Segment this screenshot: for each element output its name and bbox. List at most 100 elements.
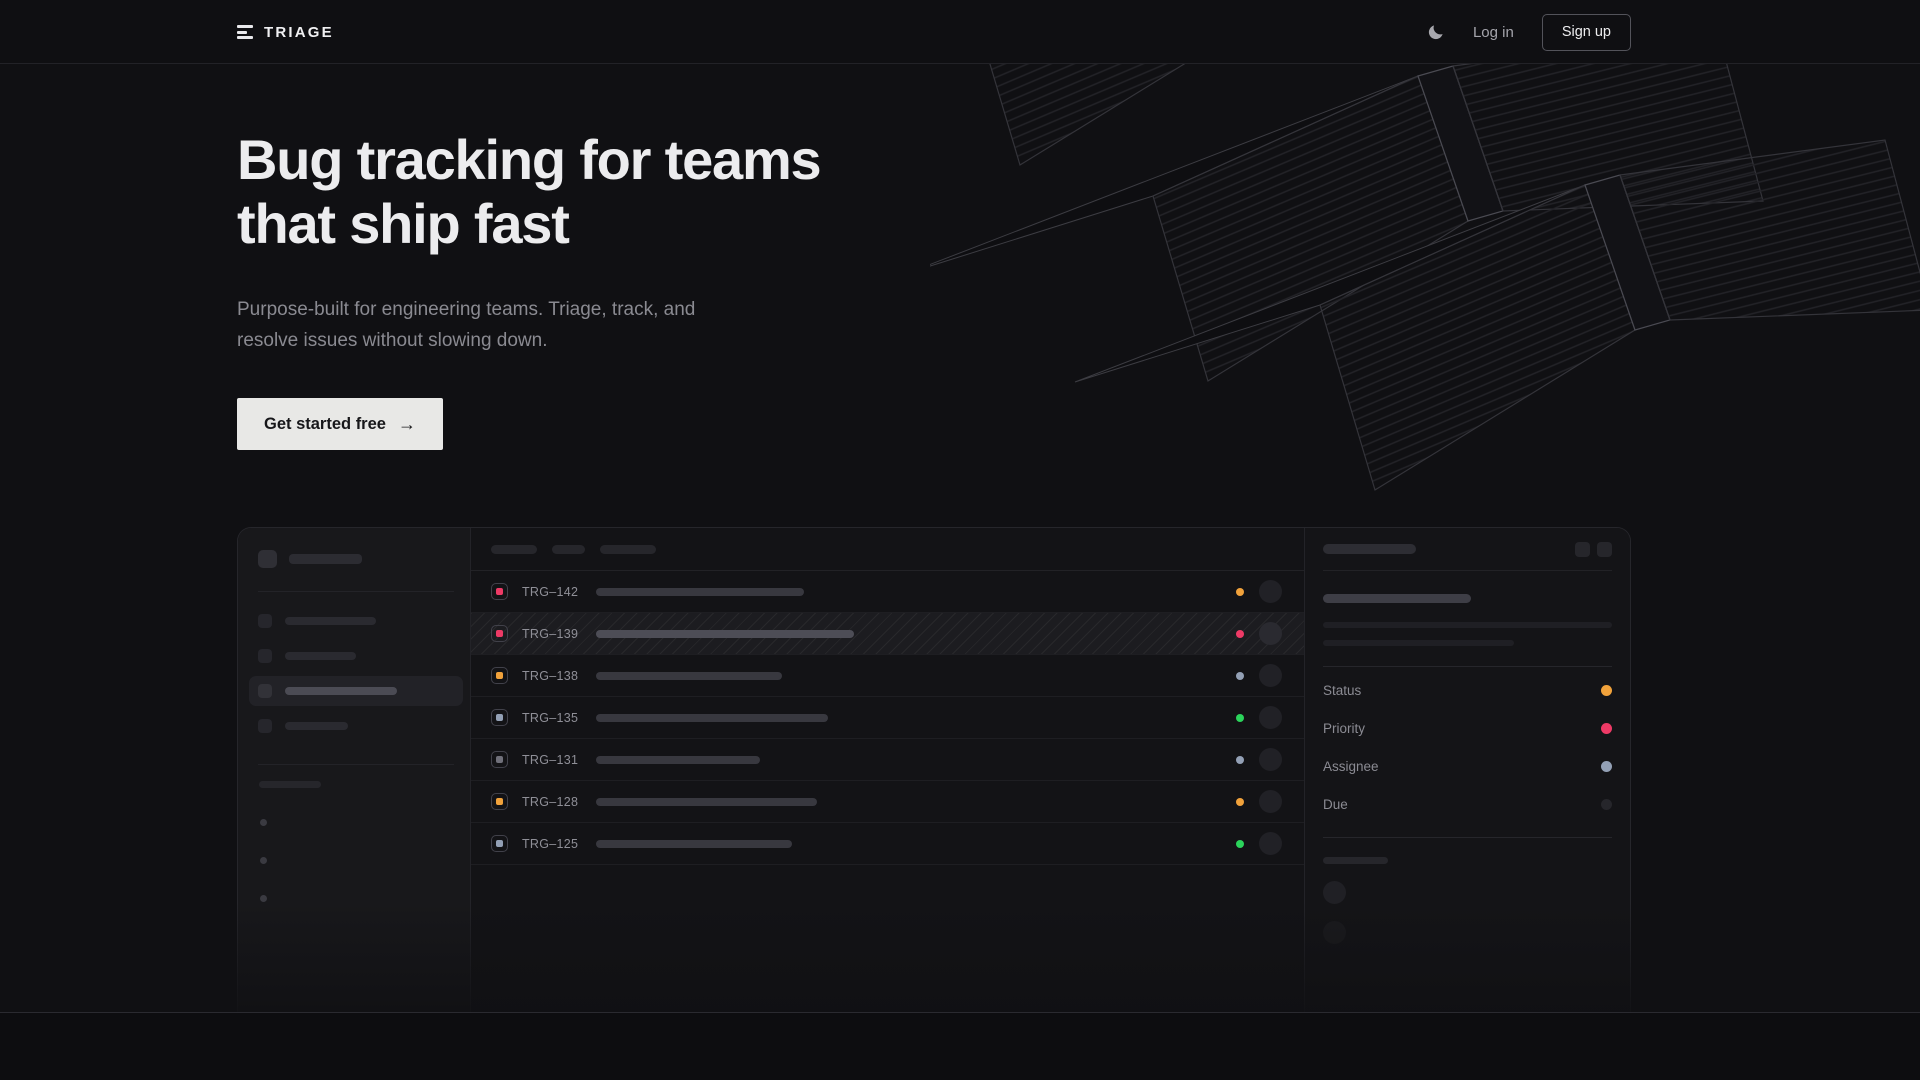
property-value-dot	[1601, 684, 1612, 696]
property-label: Due	[1323, 796, 1348, 812]
nav-item-label-placeholder	[285, 652, 356, 660]
detail-property-row: Priority	[1323, 709, 1612, 747]
hero-title-line1: Bug tracking for teams	[237, 128, 822, 191]
brand-name: TRIAGE	[264, 23, 334, 41]
issue-assignee-avatar	[1259, 790, 1282, 813]
workspace-name-placeholder	[289, 554, 362, 564]
issue-title-placeholder	[596, 629, 854, 638]
sidebar-section-placeholder	[259, 781, 321, 788]
detail-properties: Status Priority Assignee Due	[1323, 671, 1612, 823]
sidebar-nav-item	[249, 711, 463, 741]
detail-breadcrumb-placeholder	[1323, 544, 1416, 554]
issue-title-placeholder	[596, 839, 792, 848]
issue-type-icon	[491, 667, 508, 684]
issue-status-dot	[1236, 629, 1244, 638]
issue-id: TRG–128	[522, 794, 579, 809]
nav-item-icon	[258, 649, 272, 663]
issue-row: TRG–128	[471, 781, 1304, 823]
detail-description-placeholder	[1323, 640, 1514, 646]
issue-title-placeholder	[596, 713, 828, 722]
sidebar-list-dot	[260, 857, 267, 864]
issue-list-rows: TRG–142 TRG–139 TRG–138 TRG–135 TRG–131 …	[471, 571, 1304, 865]
detail-property-row: Status	[1323, 671, 1612, 709]
issue-assignee-avatar	[1259, 832, 1282, 855]
issue-list-header	[471, 528, 1304, 571]
property-value-dot	[1601, 798, 1612, 810]
nav-item-label-placeholder	[285, 687, 397, 695]
sidebar-nav-item-active	[249, 676, 463, 706]
issue-assignee-avatar	[1259, 622, 1282, 645]
detail-header-button	[1575, 541, 1590, 557]
nav-actions: Log in Sign up	[1427, 13, 1631, 51]
filter-pill-placeholder	[600, 544, 656, 554]
issue-title-placeholder	[596, 755, 760, 764]
detail-title-placeholder	[1323, 594, 1471, 603]
issue-type-icon	[491, 793, 508, 810]
brand-logo[interactable]: TRIAGE	[237, 24, 334, 41]
sidebar-list-dot	[260, 819, 267, 826]
issue-title-placeholder	[596, 797, 817, 806]
hero-subtitle: Purpose-built for engineering teams. Tri…	[237, 294, 1631, 356]
issue-status-dot	[1236, 713, 1244, 722]
arrow-right-icon: →	[397, 413, 416, 434]
issue-assignee-avatar	[1259, 664, 1282, 687]
activity-section-placeholder	[1323, 857, 1388, 864]
nav-item-icon	[258, 684, 272, 698]
activity-avatar	[1323, 881, 1346, 904]
sidebar-nav-item	[249, 641, 463, 671]
issue-type-icon	[491, 835, 508, 852]
issue-id: TRG–125	[522, 836, 579, 851]
nav-item-label-placeholder	[285, 617, 376, 625]
detail-header-buttons	[1575, 541, 1612, 557]
workspace-avatar	[258, 550, 277, 568]
hero-subtitle-line1: Purpose-built for engineering teams. Tri…	[237, 299, 696, 320]
nav-inner: TRIAGE Log in Sign up	[237, 0, 1631, 64]
issue-id: TRG–142	[522, 584, 579, 599]
hero-section: Bug tracking for teams that ship fast Pu…	[237, 64, 1631, 450]
detail-property-row: Assignee	[1323, 747, 1612, 785]
sidebar-nav-item	[249, 606, 463, 636]
issue-row: TRG–139	[471, 613, 1304, 655]
issue-type-icon	[491, 583, 508, 600]
issue-row: TRG–135	[471, 697, 1304, 739]
issue-id: TRG–139	[522, 626, 579, 641]
detail-divider	[1323, 837, 1612, 838]
issue-title-placeholder	[596, 587, 804, 596]
moon-icon	[1428, 25, 1443, 40]
get-started-button[interactable]: Get started free →	[237, 398, 443, 450]
detail-divider	[1323, 666, 1612, 667]
detail-property-row: Due	[1323, 785, 1612, 823]
sidebar-divider	[258, 764, 454, 765]
signup-button[interactable]: Sign up	[1541, 13, 1631, 51]
issue-row: TRG–131	[471, 739, 1304, 781]
detail-header-button	[1597, 541, 1612, 557]
nav-item-icon	[258, 614, 272, 628]
issue-status-dot	[1236, 839, 1244, 848]
sidebar-divider	[258, 591, 454, 592]
issue-id: TRG–138	[522, 668, 579, 683]
hero-subtitle-line2: resolve issues without slowing down.	[237, 330, 548, 351]
issue-status-dot	[1236, 671, 1244, 680]
property-value-dot	[1601, 760, 1612, 772]
theme-toggle-button[interactable]	[1427, 23, 1445, 41]
property-label: Priority	[1323, 720, 1366, 736]
mockup-issue-list: TRG–142 TRG–139 TRG–138 TRG–135 TRG–131 …	[471, 528, 1304, 1012]
mockup-detail-panel: Status Priority Assignee Due	[1304, 528, 1630, 1012]
login-link[interactable]: Log in	[1472, 23, 1514, 41]
activity-avatar	[1323, 921, 1346, 944]
property-label: Assignee	[1323, 758, 1379, 774]
mockup-workspace-switcher	[258, 550, 454, 568]
triage-bars-icon	[237, 25, 253, 39]
issue-assignee-avatar	[1259, 580, 1282, 603]
issue-status-dot	[1236, 797, 1244, 806]
issue-title-placeholder	[596, 671, 782, 680]
issue-type-icon	[491, 709, 508, 726]
detail-header	[1323, 528, 1612, 571]
issue-status-dot	[1236, 755, 1244, 764]
filter-pill-placeholder	[491, 544, 537, 554]
hero-title: Bug tracking for teams that ship fast	[237, 128, 1631, 256]
issue-type-icon	[491, 625, 508, 642]
sidebar-list-dot	[260, 895, 267, 902]
issue-assignee-avatar	[1259, 706, 1282, 729]
